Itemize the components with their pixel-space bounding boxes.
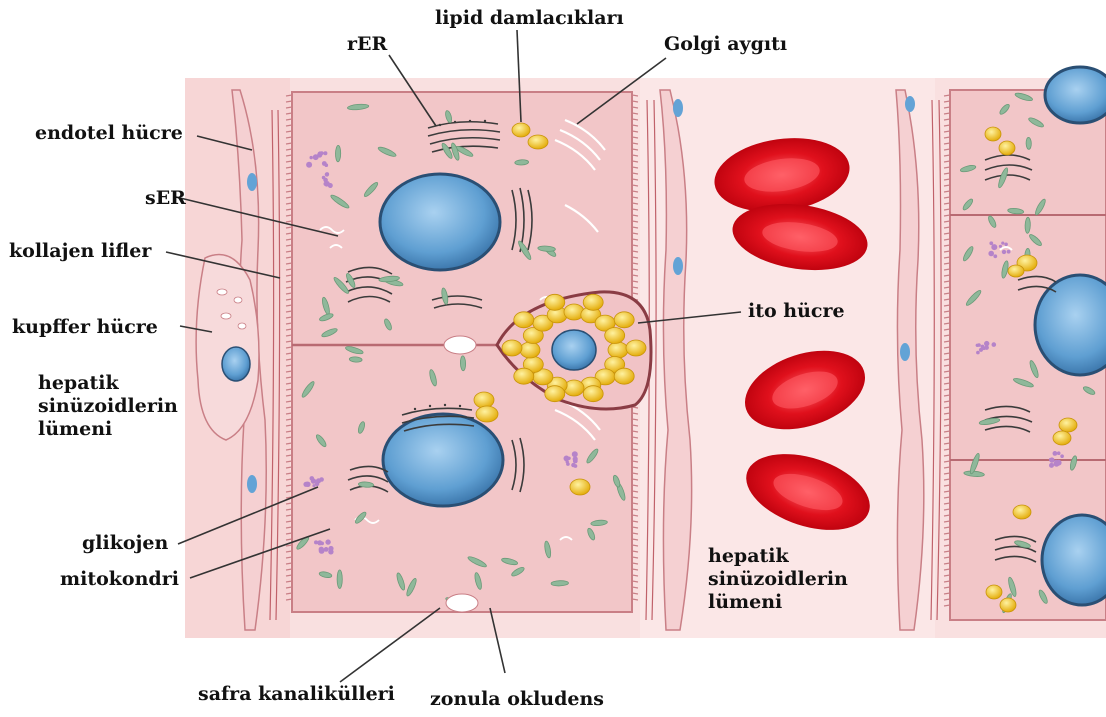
glycogen-granule [976,351,980,355]
glycogen-granule [1054,461,1060,467]
ito-lipid-droplet [608,342,628,358]
ito-lipid-droplet [520,342,540,358]
mitochondrion [349,356,362,362]
ito-lipid-droplet [614,312,634,328]
ito-lipid-droplet [514,312,534,328]
label-collagen-fibers: kollajen lifler [9,240,151,263]
label-line: lümeni [708,591,848,614]
glycogen-granule [322,161,327,166]
mitochondrion [551,580,569,586]
glycogen-granule [319,547,324,552]
kupffer-cell [196,254,259,440]
mitochondrion [460,356,466,371]
glycogen-granule [567,457,570,460]
glycogen-granule [310,476,315,481]
mitochondrion [337,570,342,589]
label-zonula-occludens: zonula okludens [430,688,604,711]
glycogen-granule [989,241,993,245]
glycogen-granule [1053,451,1058,456]
glycogen-granule [328,546,333,551]
ito-lipid-droplet [626,340,646,356]
mitochondrion [1025,217,1031,233]
glycogen-granule [1002,250,1006,254]
glycogen-granule [992,342,997,347]
label-ser: sER [145,187,186,210]
mitochondrion [515,159,529,165]
ito-lipid-droplet [583,386,603,402]
glycogen-granule [976,344,979,347]
ito-lipid-droplet [545,294,565,310]
glycogen-granule [322,176,326,180]
ito-lipid-droplet [583,294,603,310]
label-line: sinüzoidlerin [38,395,178,418]
glycogen-granule [571,463,575,467]
glycogen-granule [1004,243,1008,247]
label-sinusoid-lumen-left: hepatik sinüzoidlerin lümeni [38,372,178,441]
glycogen-granule [320,151,324,155]
label-glycogen: glikojen [82,532,168,555]
ito-lipid-droplet [502,340,522,356]
kupffer-nucleus [222,347,250,381]
glycogen-granule [1007,250,1011,254]
glycogen-granule [324,182,328,186]
mitochondrion [335,145,340,161]
glycogen-granule [325,539,330,544]
glycogen-granule [324,547,329,552]
glycogen-granule [1049,457,1054,462]
glycogen-granule [325,172,329,176]
glycogen-granule [316,478,321,483]
glycogen-granule [1049,463,1054,468]
glycogen-granule [991,244,997,250]
glycogen-granule [988,251,994,257]
glycogen-granule [303,482,308,487]
glycogen-granule [1001,242,1004,245]
glycogen-granule [979,348,983,352]
glycogen-granule [573,459,578,464]
glycogen-granule [984,345,989,350]
glycogen-granule [323,151,327,155]
glycogen-granule [317,540,322,545]
label-line: sinüzoidlerin [708,568,848,591]
label-sinusoid-lumen-right: hepatik sinüzoidlerin lümeni [708,545,848,614]
glycogen-granule [999,245,1002,248]
label-line: lümeni [38,418,178,441]
mitochondrion [1026,137,1032,149]
ito-lipid-droplet [514,368,534,384]
glycogen-granule [1057,451,1061,455]
glycogen-granule [566,460,569,463]
label-bile-canaliculi: safra kanalikülleri [198,683,395,706]
ito-nucleus [552,330,596,370]
glycogen-granule [572,451,578,457]
label-kupffer-cell: kupffer hücre [12,316,158,339]
glycogen-granule [310,156,313,159]
label-line: hepatik [38,372,178,395]
glycogen-granule [1060,454,1064,458]
label-line: hepatik [708,545,848,568]
label-rer: rER [347,33,387,56]
label-endothelial-cell: endotel hücre [35,122,183,145]
glycogen-granule [306,162,312,168]
glycogen-granule [312,484,315,487]
ito-lipid-droplet [614,368,634,384]
label-mitochondria: mitokondri [60,568,179,591]
label-lipid-droplets: lipid damlacıkları [435,7,624,30]
label-golgi: Golgi aygıtı [664,33,787,56]
label-ito-cell: ito hücre [748,300,845,323]
ito-lipid-droplet [545,386,565,402]
glycogen-granule [993,254,997,258]
ito-lipid-droplet [605,328,625,344]
